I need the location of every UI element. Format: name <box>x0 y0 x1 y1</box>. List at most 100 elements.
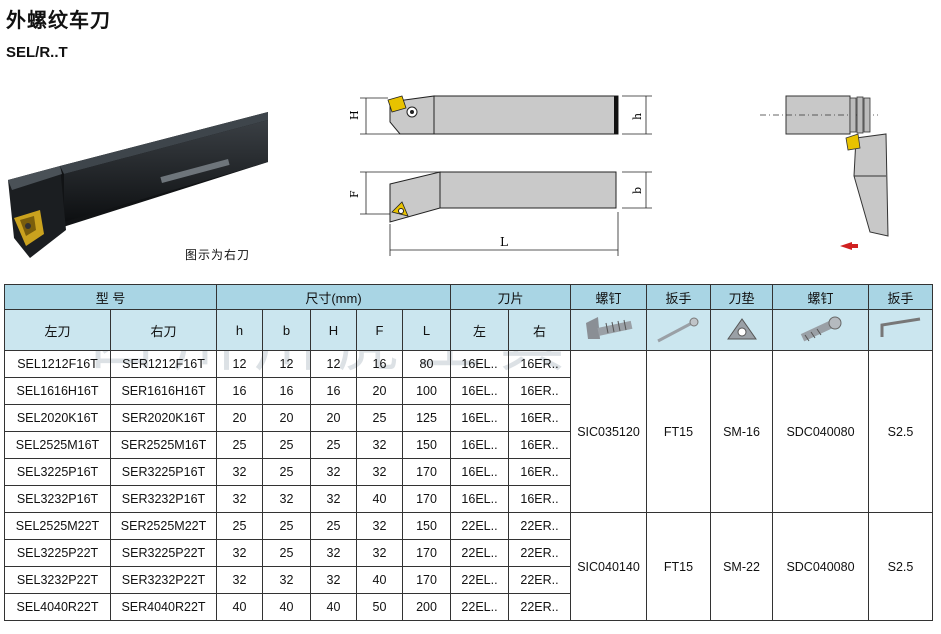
screw-icon <box>570 309 647 351</box>
cell-h: 20 <box>216 404 263 432</box>
cell-H: 32 <box>310 458 357 486</box>
cell-F: 16 <box>356 350 403 378</box>
cell-il: 16EL.. <box>450 458 509 486</box>
group-wrench: FT15 <box>646 512 711 621</box>
cell-left: SEL3225P22T <box>4 539 111 567</box>
header-H: H <box>310 309 357 351</box>
header-L: L <box>402 309 451 351</box>
cell-left: SEL2525M16T <box>4 431 111 459</box>
header-insert-left: 左 <box>450 309 509 351</box>
header-model: 型 号 <box>4 284 217 310</box>
cell-h: 32 <box>216 539 263 567</box>
dim-F: F <box>348 190 361 198</box>
cell-H: 20 <box>310 404 357 432</box>
cell-h: 25 <box>216 431 263 459</box>
cell-h: 32 <box>216 566 263 594</box>
cell-right: SER3225P22T <box>110 539 217 567</box>
cell-right: SER3232P16T <box>110 485 217 513</box>
cell-ir: 22ER.. <box>508 593 571 621</box>
cell-ir: 16ER.. <box>508 350 571 378</box>
dim-b: b <box>631 187 644 194</box>
cell-L: 125 <box>402 404 451 432</box>
cell-h: 25 <box>216 512 263 540</box>
cell-b: 32 <box>262 485 311 513</box>
cell-H: 12 <box>310 350 357 378</box>
header-b: b <box>262 309 311 351</box>
page-subtitle: SEL/R..T <box>6 44 68 61</box>
header-dims: 尺寸(mm) <box>216 284 451 310</box>
cell-L: 100 <box>402 377 451 405</box>
cell-il: 16EL.. <box>450 377 509 405</box>
cell-H: 25 <box>310 431 357 459</box>
group-shim: SM-16 <box>710 350 773 513</box>
cell-H: 25 <box>310 512 357 540</box>
cell-right: SER2020K16T <box>110 404 217 432</box>
cell-F: 32 <box>356 458 403 486</box>
cell-L: 80 <box>402 350 451 378</box>
header-hex-key: 扳手 <box>868 284 933 310</box>
cell-F: 20 <box>356 377 403 405</box>
cell-ir: 22ER.. <box>508 512 571 540</box>
cell-F: 40 <box>356 566 403 594</box>
cell-L: 200 <box>402 593 451 621</box>
cell-L: 170 <box>402 566 451 594</box>
cell-H: 40 <box>310 593 357 621</box>
cell-right: SER1616H16T <box>110 377 217 405</box>
cell-il: 16EL.. <box>450 431 509 459</box>
group-screw: SIC040140 <box>570 512 647 621</box>
cell-ir: 16ER.. <box>508 458 571 486</box>
cell-b: 25 <box>262 458 311 486</box>
cell-left: SEL1212F16T <box>4 350 111 378</box>
cell-left: SEL1616H16T <box>4 377 111 405</box>
shim-screw-icon <box>772 309 869 351</box>
cell-h: 16 <box>216 377 263 405</box>
group-screw2: SDC040080 <box>772 350 869 513</box>
cell-right: SER4040R22T <box>110 593 217 621</box>
image-caption: 图示为右刀 <box>185 248 251 262</box>
cell-b: 20 <box>262 404 311 432</box>
tool-photo <box>8 112 268 258</box>
cell-il: 22EL.. <box>450 539 509 567</box>
cell-F: 50 <box>356 593 403 621</box>
cell-b: 25 <box>262 431 311 459</box>
cell-H: 32 <box>310 566 357 594</box>
cell-ir: 22ER.. <box>508 566 571 594</box>
header-shim-screw: 螺钉 <box>772 284 869 310</box>
dim-H: H <box>348 110 361 120</box>
header-F: F <box>356 309 403 351</box>
cell-ir: 22ER.. <box>508 539 571 567</box>
dimension-drawing: H h F b L <box>348 95 652 256</box>
threading-illustration <box>760 95 889 250</box>
cell-b: 12 <box>262 350 311 378</box>
cell-left: SEL3232P22T <box>4 566 111 594</box>
cell-il: 16EL.. <box>450 404 509 432</box>
cell-il: 16EL.. <box>450 350 509 378</box>
spec-table: 型 号 尺寸(mm) 刀片 螺钉 扳手 刀垫 螺钉 扳手 左刀 右刀 h b H… <box>4 284 933 621</box>
cell-left: SEL2020K16T <box>4 404 111 432</box>
cell-b: 16 <box>262 377 311 405</box>
group-wrench2: S2.5 <box>868 512 933 621</box>
cell-b: 40 <box>262 593 311 621</box>
group-shim: SM-22 <box>710 512 773 621</box>
cell-ir: 16ER.. <box>508 377 571 405</box>
page-title: 外螺纹车刀 <box>6 8 111 32</box>
cell-il: 16EL.. <box>450 485 509 513</box>
hex-key-icon <box>868 309 933 351</box>
cell-b: 25 <box>262 512 311 540</box>
cell-ir: 16ER.. <box>508 485 571 513</box>
cell-F: 25 <box>356 404 403 432</box>
dim-L: L <box>500 235 508 249</box>
cell-right: SER3232P22T <box>110 566 217 594</box>
cell-h: 32 <box>216 458 263 486</box>
cell-L: 150 <box>402 512 451 540</box>
group-screw: SIC035120 <box>570 350 647 513</box>
header-screw: 螺钉 <box>570 284 647 310</box>
cell-L: 170 <box>402 458 451 486</box>
cell-F: 40 <box>356 485 403 513</box>
cell-L: 170 <box>402 485 451 513</box>
